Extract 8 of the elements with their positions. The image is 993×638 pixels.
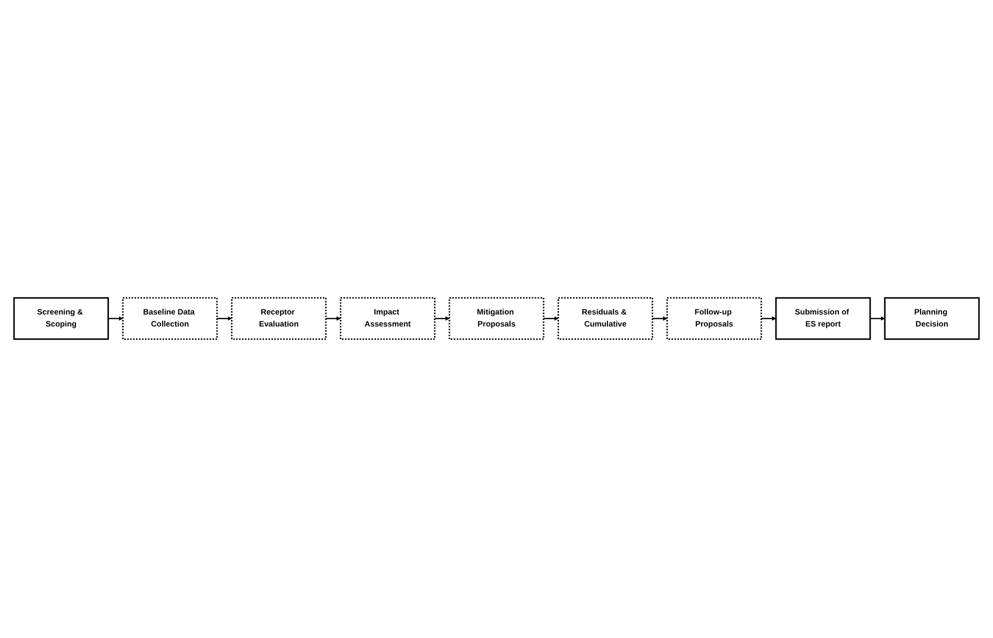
arrow: [652, 316, 668, 322]
arrow: [326, 316, 341, 322]
arrow: [761, 316, 776, 322]
arrow: [544, 316, 558, 322]
arrow: [217, 316, 232, 322]
arrow: [870, 316, 886, 322]
arrow: [108, 316, 124, 322]
arrow: [434, 316, 450, 322]
